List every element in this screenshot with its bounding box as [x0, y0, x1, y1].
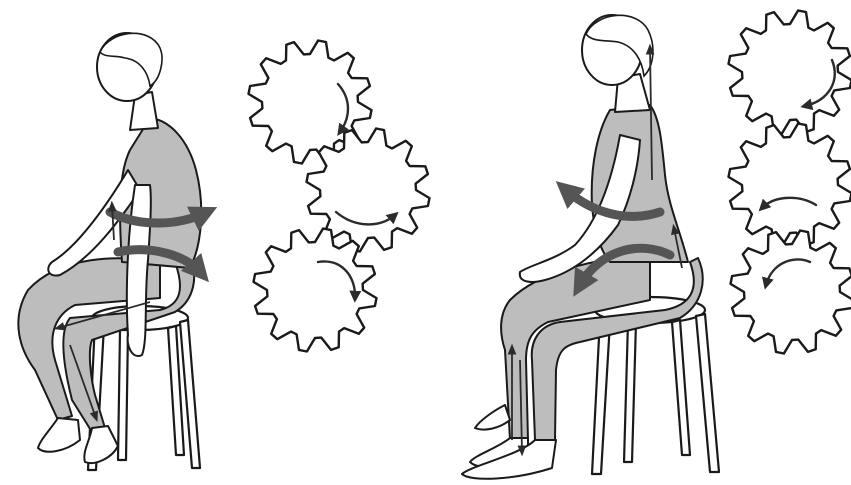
upright-seated-figure: [462, 15, 719, 479]
gears-left: [249, 41, 430, 352]
slouched-seated-figure: [18, 33, 205, 470]
gear-left-bottom: [254, 229, 377, 352]
gear-right-top: [729, 11, 851, 134]
gear-right-bottom: [731, 231, 851, 354]
gears-right: [729, 11, 851, 354]
foot-left-a: [38, 418, 80, 452]
gear-right-middle: [729, 124, 851, 247]
